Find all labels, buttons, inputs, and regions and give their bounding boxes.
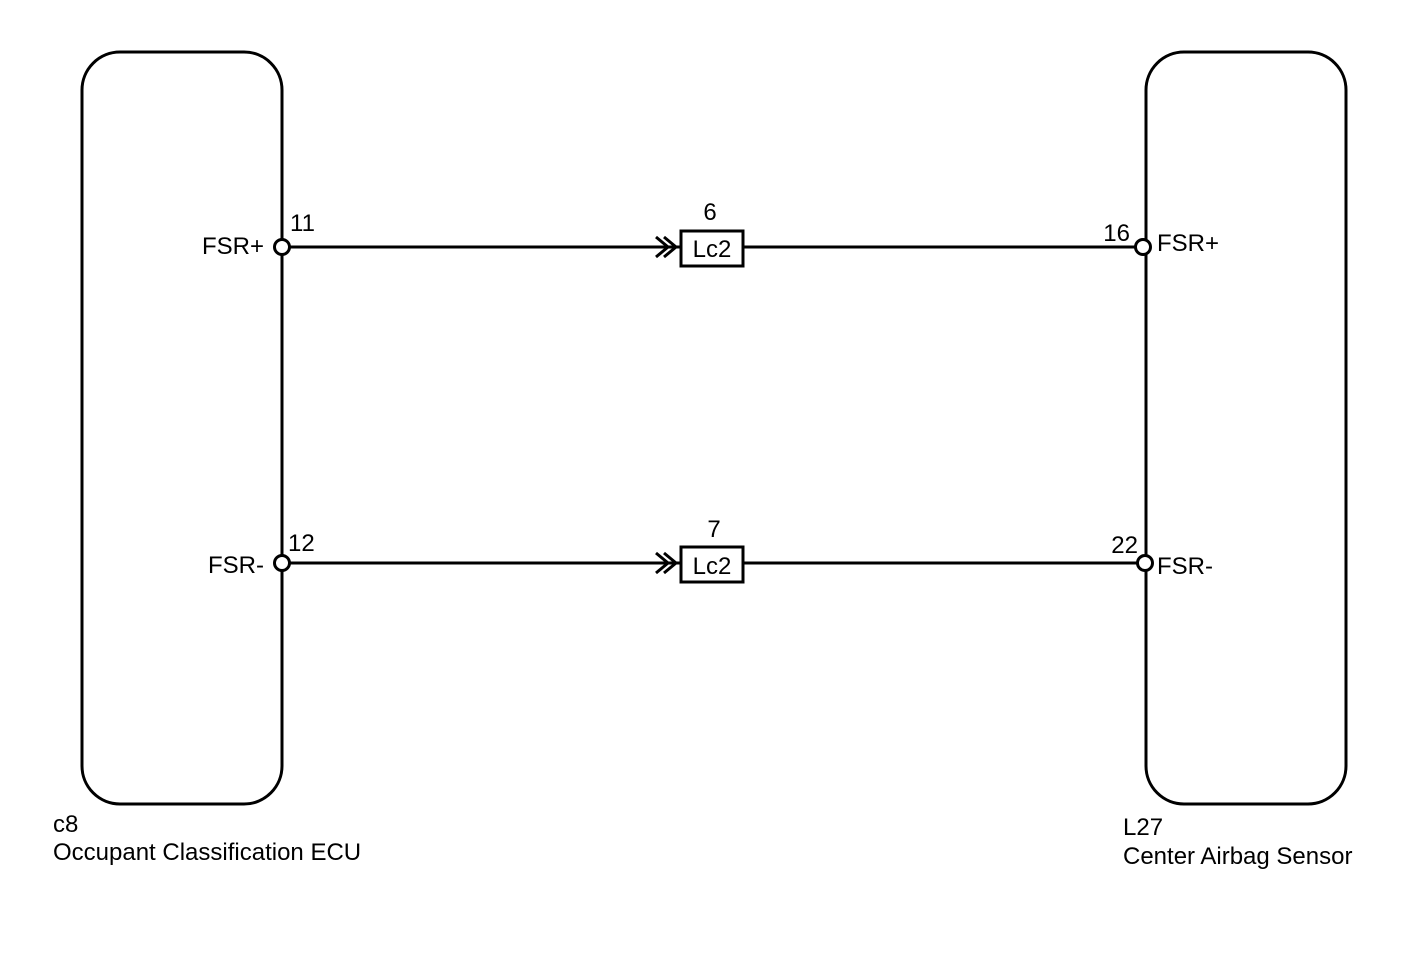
left-pin-label-fsr-plus: FSR+ <box>202 233 264 260</box>
right-component-box <box>1144 50 1348 806</box>
right-pin-label-fsr-minus: FSR- <box>1157 553 1213 580</box>
connector-box-upper <box>679 229 745 268</box>
connector-box-lower <box>679 545 745 584</box>
pin-circle-right-16 <box>1134 238 1152 256</box>
left-pin-label-fsr-minus: FSR- <box>208 552 264 579</box>
pin-circle-left-11 <box>273 238 291 256</box>
right-pin-number-22: 22 <box>1111 532 1138 559</box>
left-component-box <box>80 50 284 806</box>
pin-circle-left-12 <box>273 554 291 572</box>
left-pin-number-11: 11 <box>290 210 315 237</box>
left-component-code: c8 <box>53 811 78 838</box>
connector-arrow-upper <box>655 235 681 259</box>
connector-pin-7: 7 <box>707 516 720 543</box>
pin-circle-right-22 <box>1136 554 1154 572</box>
connector-name-upper: Lc2 <box>693 236 732 263</box>
connector-pin-6: 6 <box>703 199 716 226</box>
right-pin-number-16: 16 <box>1103 220 1130 247</box>
connector-name-lower: Lc2 <box>693 553 732 580</box>
left-pin-number-12: 12 <box>288 530 315 557</box>
right-pin-label-fsr-plus: FSR+ <box>1157 230 1219 257</box>
right-component-name: Center Airbag Sensor <box>1123 843 1352 870</box>
left-component-name: Occupant Classification ECU <box>53 839 361 866</box>
connector-arrow-lower <box>655 551 681 575</box>
right-component-code: L27 <box>1123 814 1163 841</box>
